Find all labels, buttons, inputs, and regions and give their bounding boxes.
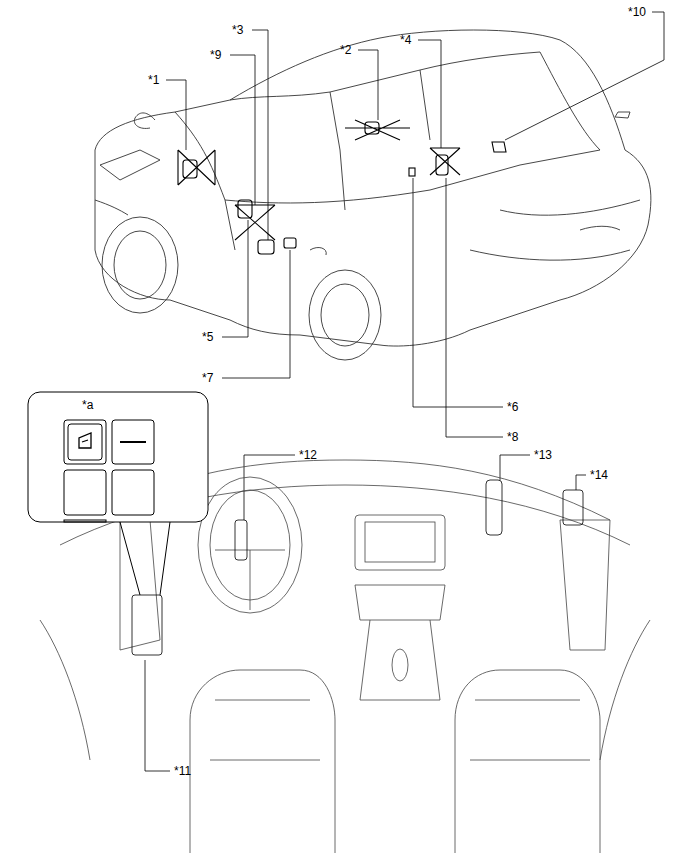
car-body bbox=[95, 30, 651, 360]
callout-number: *10 bbox=[628, 5, 646, 19]
inset-view bbox=[28, 392, 208, 595]
callout-number: *2 bbox=[340, 43, 351, 57]
callout-number: *7 bbox=[202, 371, 213, 385]
callout-number: *9 bbox=[210, 48, 221, 62]
leader-lines bbox=[145, 12, 664, 771]
callout-number: *8 bbox=[507, 430, 518, 444]
callout-number: *3 bbox=[232, 23, 243, 37]
callout-number: *12 bbox=[299, 448, 317, 462]
callout-number: *1 bbox=[148, 73, 159, 87]
callout-number: *5 bbox=[202, 330, 213, 344]
callout-number: *a bbox=[82, 398, 93, 412]
callout-number: *6 bbox=[507, 400, 518, 414]
callout-number: *14 bbox=[590, 468, 608, 482]
window-regulators bbox=[178, 120, 506, 254]
callout-number: *4 bbox=[400, 33, 411, 47]
callout-number: *13 bbox=[534, 448, 552, 462]
callout-number: *11 bbox=[174, 764, 191, 778]
